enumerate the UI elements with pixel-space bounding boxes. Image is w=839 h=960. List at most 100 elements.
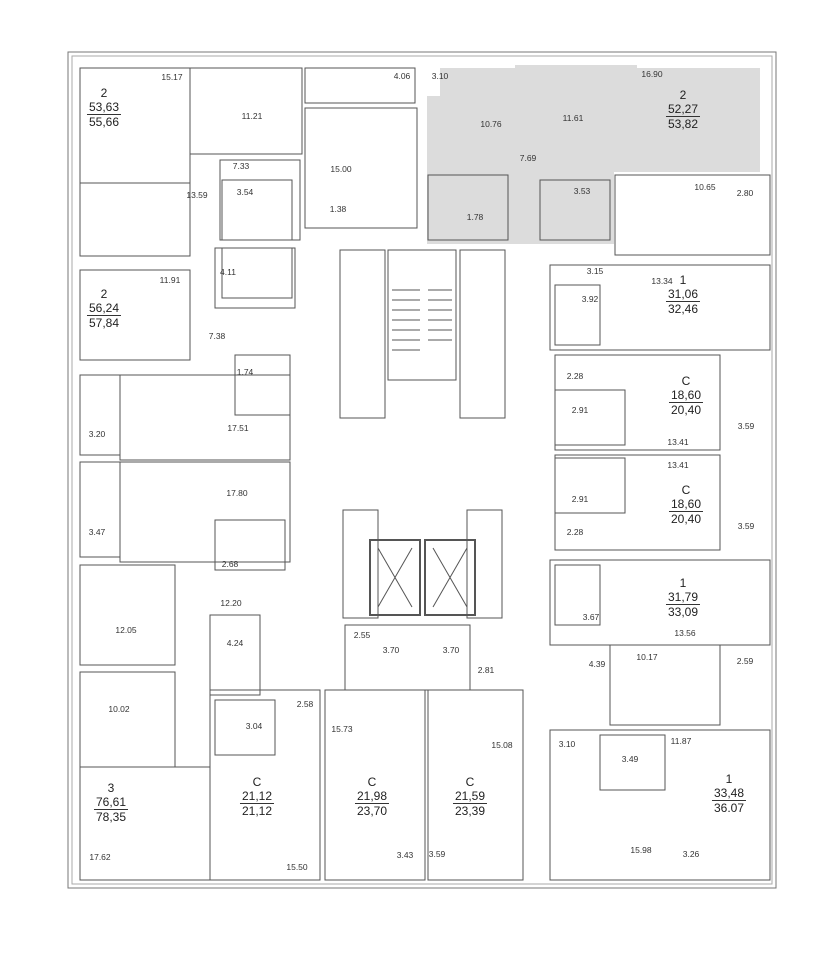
- elevator-1: [369, 539, 421, 616]
- apartment-label[interactable]: С 21,98 23,70: [354, 775, 390, 818]
- room-area: 3.47: [88, 527, 106, 537]
- room-u8-bed2: [79, 671, 176, 768]
- apartment-label[interactable]: 1 31,79 33,09: [665, 576, 701, 619]
- room-area: 1.74: [236, 367, 254, 377]
- apartment-rooms: 2: [679, 88, 687, 102]
- room-area: 1.78: [466, 212, 484, 222]
- room-area: 10.17: [636, 652, 658, 662]
- room-area: 13.41: [667, 460, 689, 470]
- room-area: 10.65: [694, 182, 716, 192]
- room-area: 2.81: [477, 665, 495, 675]
- apartment-total-area: 23,70: [356, 804, 388, 818]
- elevator-2: [424, 539, 476, 616]
- room-area: 7.33: [232, 161, 250, 171]
- apartment-label[interactable]: С 18,60 20,40: [668, 374, 704, 417]
- apartment-total-area: 57,84: [88, 316, 120, 330]
- apartment-total-area: 23,39: [454, 804, 486, 818]
- highlighted-apartment: [427, 65, 760, 244]
- apartment-rooms: С: [465, 775, 475, 789]
- room-area: 3.92: [581, 294, 599, 304]
- room-area: 2.68: [221, 559, 239, 569]
- apartment-rooms: 2: [100, 287, 108, 301]
- apartment-rooms: 1: [679, 273, 687, 287]
- apartment-total-area: 20,40: [670, 403, 702, 417]
- stair-treads: [392, 289, 452, 351]
- room-area: 3.10: [431, 71, 449, 81]
- apartment-label[interactable]: 2 56,24 57,84: [86, 287, 122, 330]
- room-area: 10.02: [108, 704, 130, 714]
- apartment-rooms: С: [367, 775, 377, 789]
- room-area: 17.51: [227, 423, 249, 433]
- room-area: 3.43: [396, 850, 414, 860]
- apartment-total-area: 32,46: [667, 302, 699, 316]
- apartment-label[interactable]: 1 33,48 36.07: [711, 772, 747, 815]
- room-area: 2.58: [296, 699, 314, 709]
- room-u4-living: [79, 269, 191, 361]
- room-area: 2.55: [353, 630, 371, 640]
- room-u4-bed: [79, 182, 191, 257]
- room-area: 11.21: [241, 111, 263, 121]
- room-area: 15.98: [630, 845, 652, 855]
- room-area: 4.39: [588, 659, 606, 669]
- room-area: 12.20: [220, 598, 242, 608]
- apartment-living-area: 21,59: [452, 789, 488, 804]
- room-area: 3.04: [245, 721, 263, 731]
- room-area: 13.41: [667, 437, 689, 447]
- room-area: 15.17: [161, 72, 183, 82]
- apartment-label[interactable]: 2 53,63 55,66: [86, 87, 122, 129]
- room-area: 11.91: [159, 275, 181, 285]
- apartment-label-selected[interactable]: 2 52,27 53,82: [665, 88, 701, 131]
- apartment-living-area: 21,98: [354, 789, 390, 804]
- apartment-rooms: С: [681, 483, 691, 497]
- apartment-living-area: 76,61: [93, 795, 129, 810]
- apartment-label[interactable]: С 18,60 20,40: [668, 483, 704, 526]
- room-area: 17.80: [226, 488, 248, 498]
- room-area: 15.50: [286, 862, 308, 872]
- apartment-label[interactable]: 1 31,06 32,46: [665, 273, 701, 316]
- room-area: 3.59: [428, 849, 446, 859]
- room-area: 4.24: [226, 638, 244, 648]
- room-area: 10.76: [480, 119, 502, 129]
- room-area: 2.80: [736, 188, 754, 198]
- room-area: 7.69: [519, 153, 537, 163]
- room-area: 3.49: [621, 754, 639, 764]
- apartment-rooms: 1: [679, 576, 687, 590]
- room-area: 11.87: [670, 736, 692, 746]
- room-area: 1.38: [329, 204, 347, 214]
- room-area: 2.91: [571, 405, 589, 415]
- room-area: 16.90: [641, 69, 663, 79]
- apartment-living-area: 52,27: [665, 102, 701, 117]
- apartment-total-area: 78,35: [95, 810, 127, 824]
- apartment-rooms: С: [681, 374, 691, 388]
- room-area: 15.00: [330, 164, 352, 174]
- apartment-rooms: 1: [725, 772, 733, 786]
- apartment-total-area: 21,12: [241, 804, 273, 818]
- apartment-living-area: 33,48: [711, 786, 747, 801]
- room-u8-bed1: [79, 564, 176, 666]
- room-area: 2.28: [566, 527, 584, 537]
- room-area: 12.05: [115, 625, 137, 635]
- room-area: 3.67: [582, 612, 600, 622]
- room-area: 2.59: [736, 656, 754, 666]
- room-area: 2.28: [566, 371, 584, 381]
- room-area: 4.06: [393, 71, 411, 81]
- apartment-rooms: 3: [107, 781, 115, 795]
- room-area: 7.38: [208, 331, 226, 341]
- room-area: 4.11: [220, 267, 236, 277]
- room-area: 3.59: [737, 521, 755, 531]
- room-area: 11.61: [562, 113, 584, 123]
- room-area: 3.26: [682, 849, 700, 859]
- building-outline: [67, 51, 777, 889]
- apartment-total-area: 20,40: [670, 512, 702, 526]
- apartment-total-area: 55,66: [88, 115, 120, 129]
- room-area: 15.08: [491, 740, 513, 750]
- room-area: 3.20: [88, 429, 106, 439]
- room-area: 3.70: [382, 645, 400, 655]
- apartment-living-area: 18,60: [668, 497, 704, 512]
- apartment-label[interactable]: С 21,12 21,12: [239, 775, 275, 818]
- apartment-rooms: С: [252, 775, 262, 789]
- apartment-total-area: 53,82: [667, 117, 699, 131]
- apartment-label[interactable]: С 21,59 23,39: [452, 775, 488, 818]
- apartment-label[interactable]: 3 76,61 78,35: [93, 781, 129, 824]
